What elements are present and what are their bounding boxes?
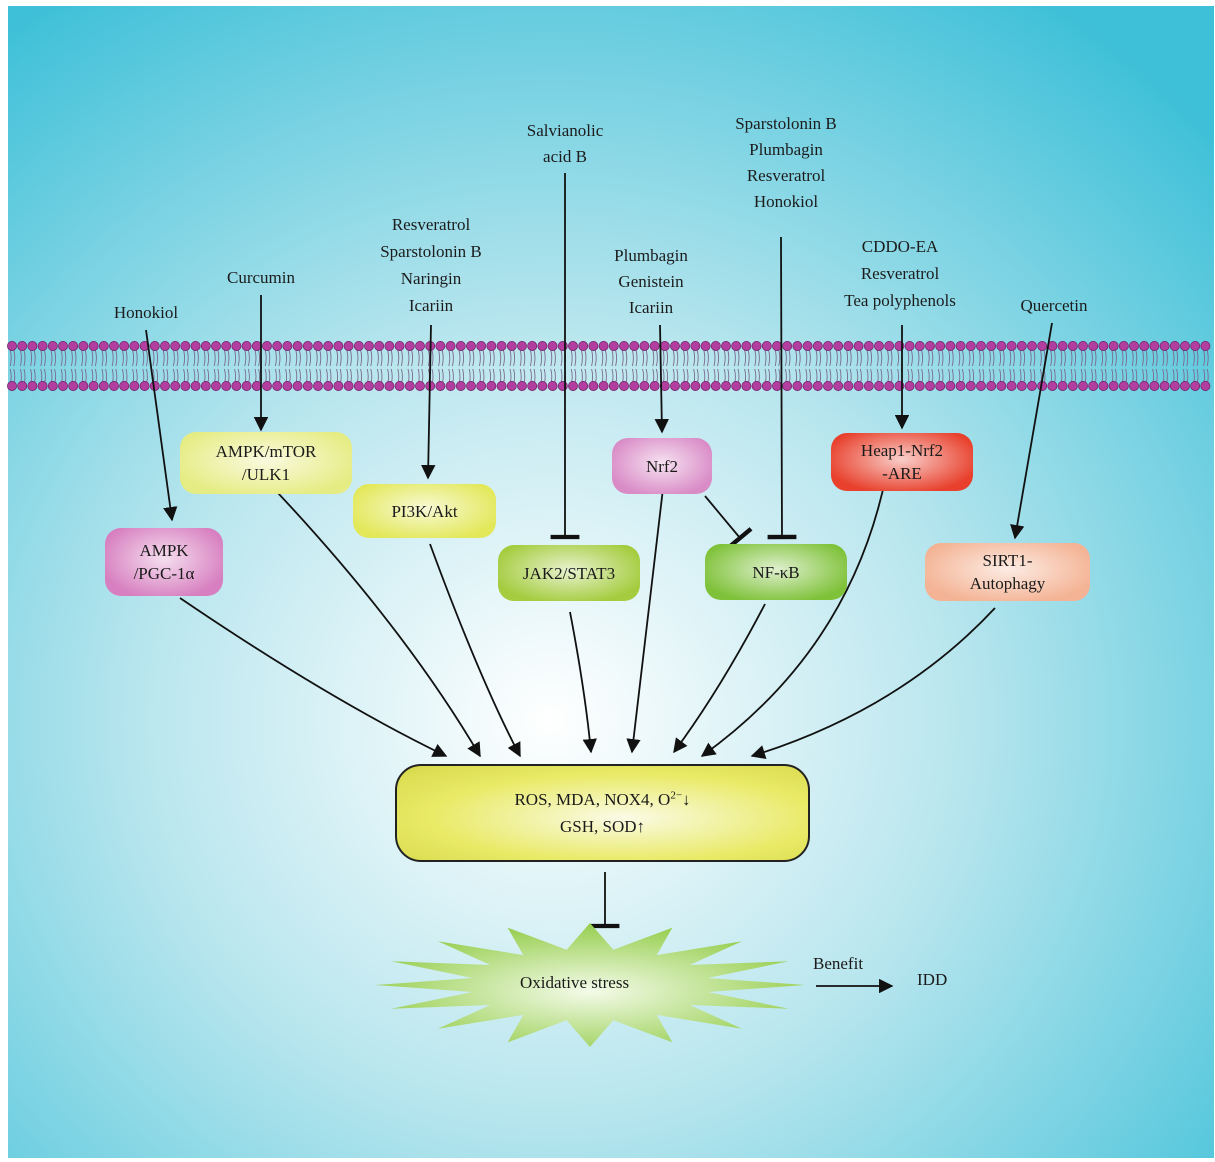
oxidative-stress-starburst bbox=[375, 923, 805, 1047]
pathway-keap1-nrf2-are: Heap1-Nrf2 -ARE bbox=[831, 433, 973, 491]
pathway-nf-kb: NF-κB bbox=[705, 544, 847, 600]
compounds-nrf2-group: Plumbagin Genistein Icariin bbox=[614, 246, 688, 317]
markers-increased: GSH, SOD↑ bbox=[559, 817, 646, 836]
pathway-nrf2: Nrf2 bbox=[612, 438, 712, 494]
compound-curcumin: Curcumin bbox=[227, 268, 295, 287]
oxidative-stress-label: Oxidative stress bbox=[520, 973, 630, 992]
cell-membrane bbox=[7, 341, 1211, 391]
compound-quercetin: Quercetin bbox=[1020, 296, 1088, 315]
pathway-pi3k-akt: PI3K/Akt bbox=[353, 484, 496, 538]
benefit-label: Benefit bbox=[813, 954, 864, 973]
idd-label: IDD bbox=[917, 970, 948, 989]
pathway-jak2-stat3: JAK2/STAT3 bbox=[498, 545, 640, 601]
compounds-salvianolic-acid-b: Salvianolic acid B bbox=[526, 121, 604, 166]
pathway-arrows bbox=[145, 173, 1053, 994]
pathway-sirt1-autophagy: SIRT1- Autophagy bbox=[925, 543, 1090, 601]
pathway-ampk-pgc1a: AMPK /PGC-1α bbox=[105, 528, 223, 596]
compounds-pi3k-group: Resveratrol Sparstolonin B Naringin Icar… bbox=[380, 215, 482, 315]
compound-honokiol: Honokiol bbox=[113, 303, 179, 322]
compounds-nfkb-group: Sparstolonin B Plumbagin Resveratrol Hon… bbox=[735, 114, 837, 211]
oxidative-markers-box: ROS, MDA, NOX4, O2−↓ GSH, SOD↑ bbox=[395, 764, 810, 862]
markers-decreased: ROS, MDA, NOX4, O2−↓ bbox=[514, 789, 691, 809]
pathway-ampk-mtor-ulk1: AMPK/mTOR /ULK1 bbox=[180, 432, 352, 494]
compounds-keap-group: CDDO-EA Resveratrol Tea polyphenols bbox=[844, 237, 956, 310]
